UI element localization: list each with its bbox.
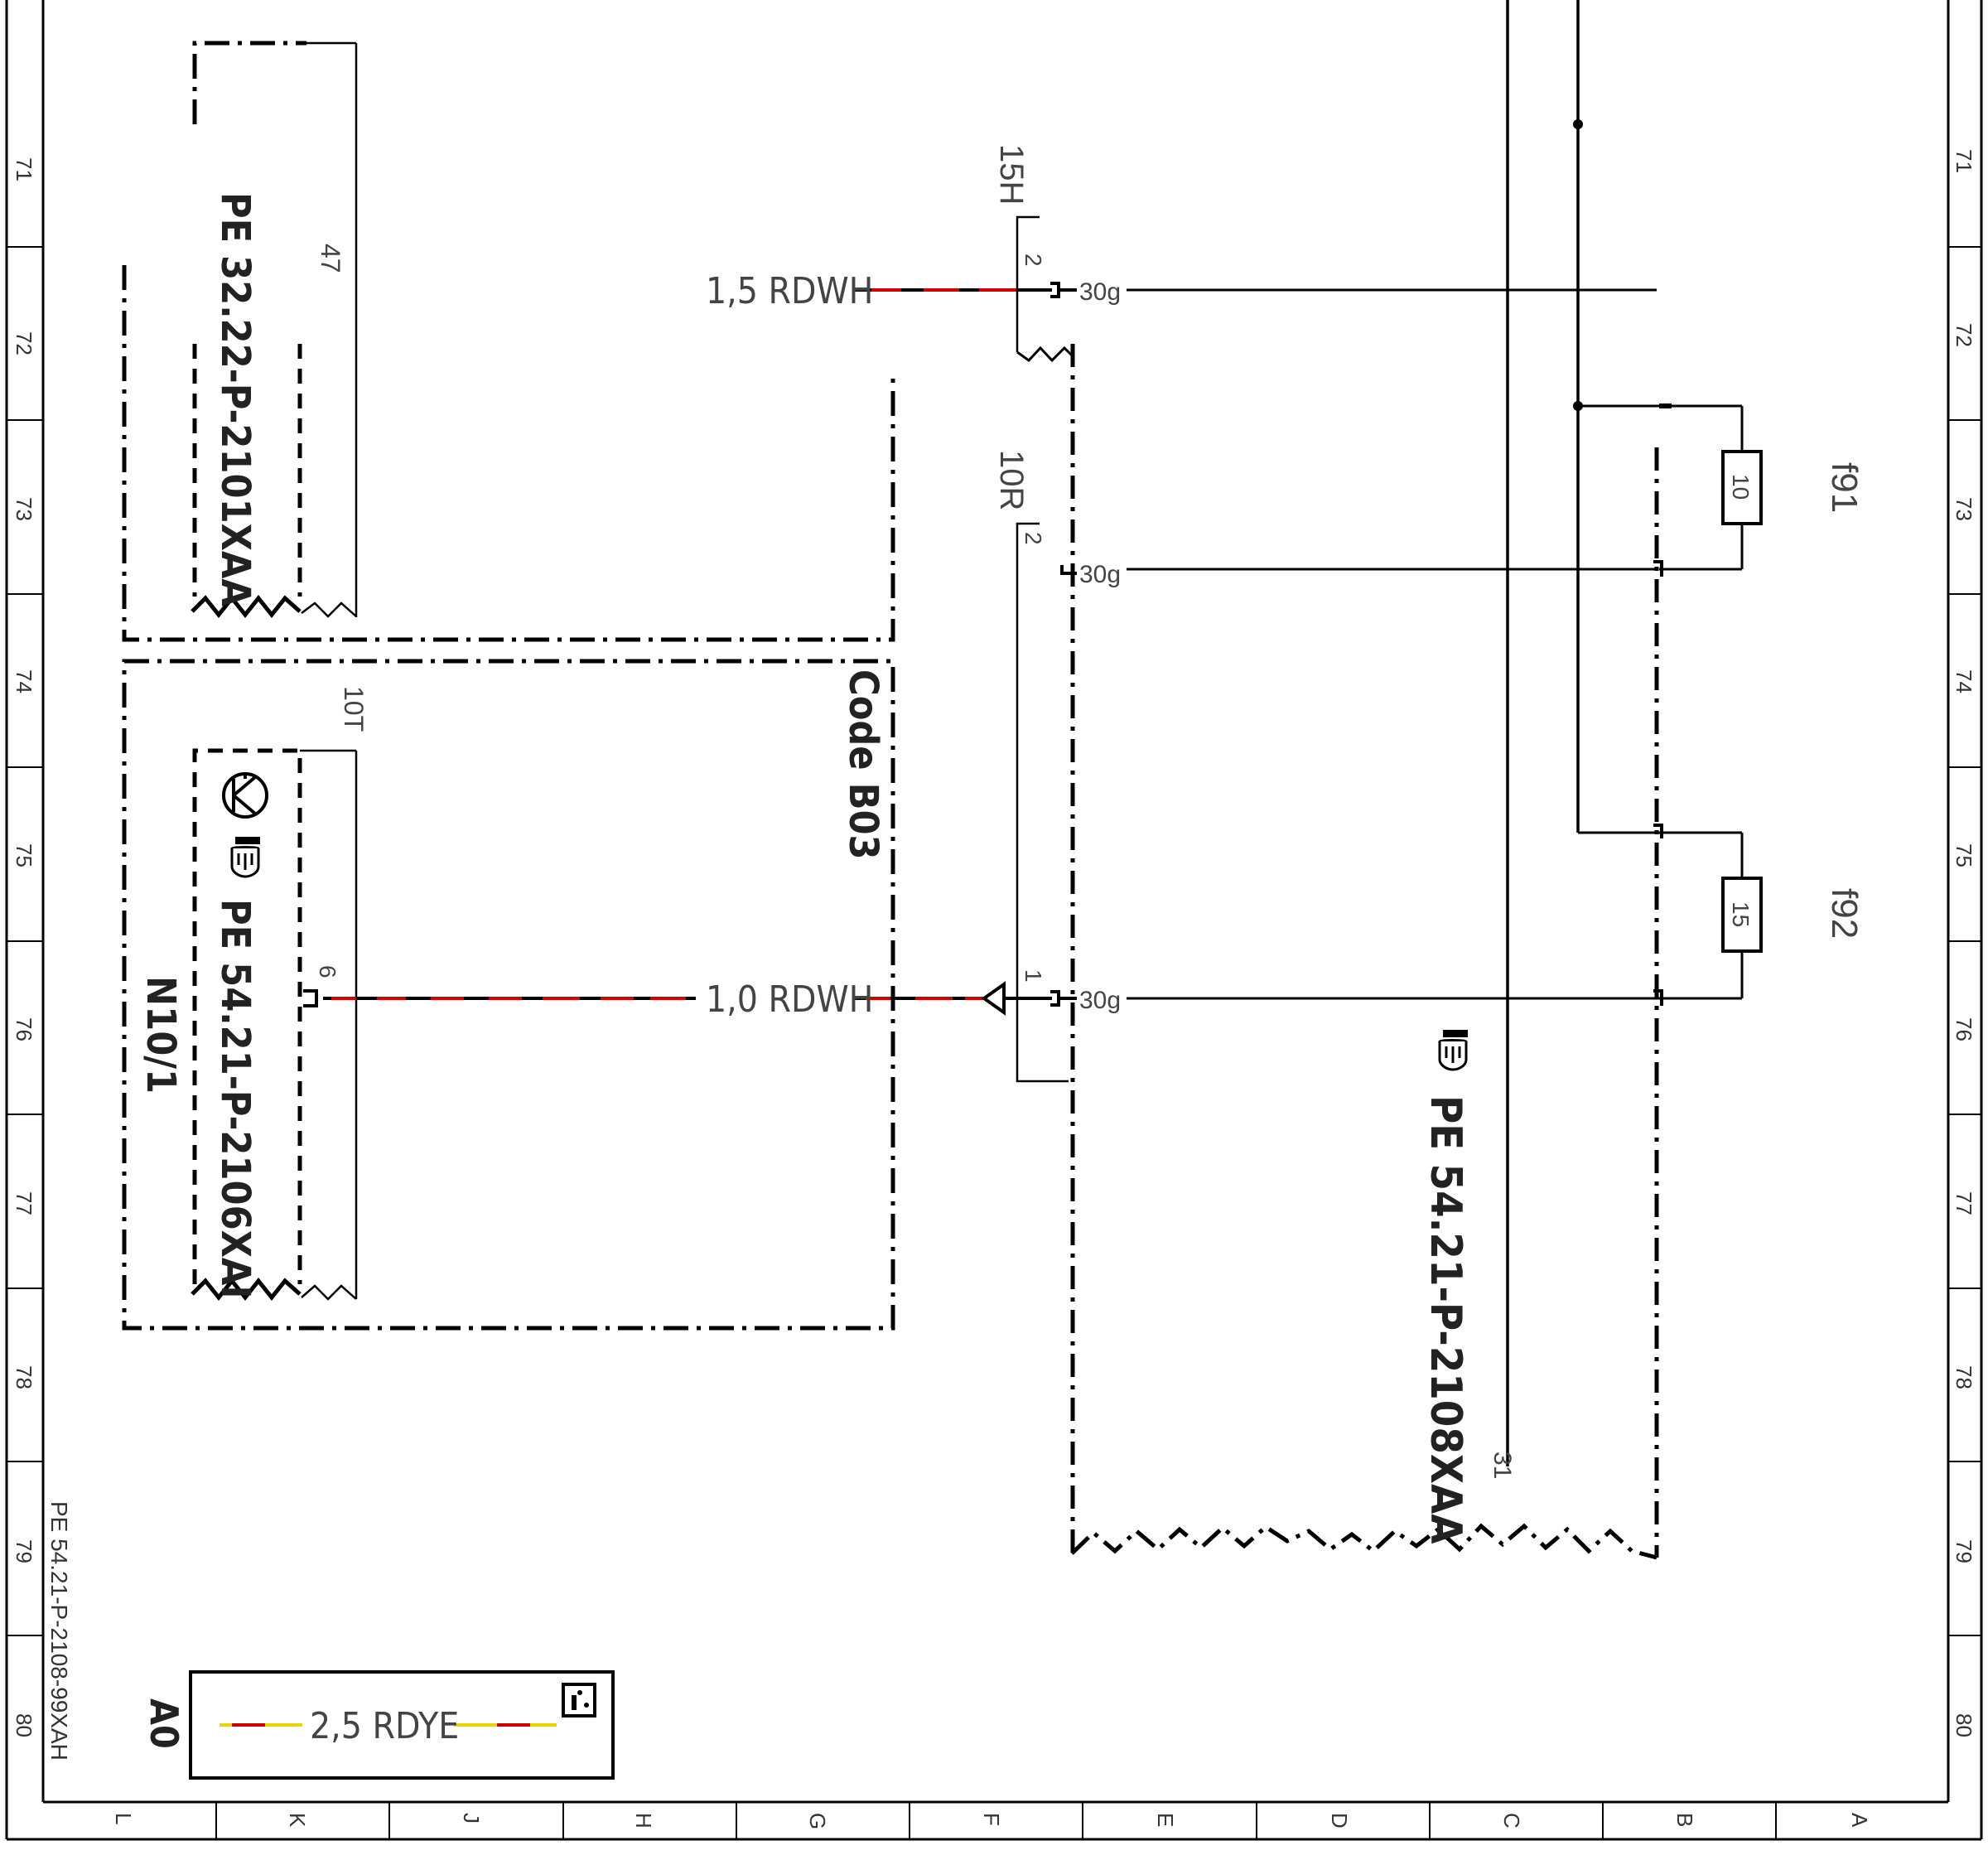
- row-label: 74: [1952, 669, 1976, 693]
- column-ticks: [215, 1802, 1777, 1839]
- row-label: 75: [12, 843, 36, 867]
- row-label: 72: [1952, 323, 1976, 347]
- info-icon[interactable]: [562, 1683, 596, 1717]
- row-label: 75: [1952, 843, 1976, 867]
- row-label: 76: [1952, 1017, 1976, 1041]
- column-label: F: [979, 1813, 1004, 1826]
- column-label: B: [1672, 1813, 1697, 1827]
- connector-a-label: 15H: [993, 144, 1030, 205]
- row-label: 77: [1952, 1191, 1976, 1215]
- code-box: [122, 659, 895, 1331]
- row-labels-right: 71 72 73 74 75 76 77 78 79 80: [1952, 149, 1976, 1737]
- sheet-frame: [5, 0, 1983, 1841]
- terminal-label: 30g: [1079, 561, 1121, 588]
- fuse-f92: [1721, 877, 1763, 953]
- wire-lower: [303, 981, 1052, 1016]
- ref-box-inner: [191, 748, 358, 1302]
- legend-box: 2,5 RDYE: [189, 1670, 615, 1780]
- sheet-id: PE 54.21-P-2108-99XAH: [46, 1501, 72, 1761]
- right-ref-label: PE 54.21-P-2108XAA: [1421, 1095, 1470, 1544]
- column-label: E: [1153, 1813, 1178, 1827]
- row-ticks: [7, 246, 1981, 1636]
- row-label: 74: [12, 669, 36, 693]
- transistor-icon: [222, 772, 268, 819]
- fuse-id: f91: [1824, 462, 1865, 513]
- row-label: 78: [1952, 1365, 1976, 1389]
- pin-c-label: 1: [1021, 969, 1046, 983]
- column-label: A: [1847, 1813, 1872, 1828]
- column-label: D: [1327, 1813, 1352, 1829]
- row-label: 71: [12, 157, 36, 181]
- column-label: L: [111, 1813, 136, 1824]
- row-label: 80: [12, 1713, 36, 1737]
- legend-wire-label: 2,5 RDYE: [310, 1705, 459, 1747]
- row-label: 78: [12, 1365, 36, 1389]
- row-label: 72: [12, 331, 36, 355]
- column-label: G: [805, 1813, 830, 1829]
- row-label: 73: [12, 497, 36, 521]
- code-label: Code B03: [840, 669, 886, 860]
- row-label: 77: [12, 1191, 36, 1215]
- terminal-label: 30g: [1079, 987, 1121, 1014]
- right-circuits: [1070, 0, 1744, 1560]
- ref-box-top: [122, 41, 895, 642]
- inner-wire-pin-label: 6: [315, 965, 340, 978]
- row-label: 73: [1952, 497, 1976, 521]
- pin-a-label: 2: [1021, 254, 1046, 267]
- row-label: 80: [1952, 1713, 1976, 1737]
- column-label: H: [631, 1813, 656, 1829]
- top-ref-label: PE 32.22-P-2101XAA: [212, 192, 258, 606]
- top-pin-label: 47: [316, 244, 345, 273]
- row-label: 76: [12, 1017, 36, 1041]
- pointing-hand-icon: [1438, 1030, 1468, 1071]
- component-label: N10/1: [138, 976, 184, 1094]
- pointing-hand-icon: [230, 837, 260, 878]
- column-labels: L K J H G F E D C B A: [111, 1813, 1872, 1829]
- pin-b-label: 2: [1021, 532, 1046, 545]
- row-label: 79: [12, 1539, 36, 1563]
- inner-ref-label: PE 54.21-P-2106XAI: [212, 899, 258, 1298]
- terminal-label: 30g: [1079, 278, 1121, 306]
- zone-label: A0: [142, 1698, 186, 1749]
- ground-pin-label: 31: [1489, 1452, 1516, 1479]
- row-labels-left: 71 72 73 74 75 76 77 78 79 80: [12, 157, 36, 1737]
- row-label: 71: [1952, 149, 1976, 173]
- fuse-rating: 10: [1728, 474, 1754, 500]
- inner-pin-label: 10T: [339, 686, 369, 732]
- fuse-id: f92: [1824, 888, 1865, 939]
- column-label: K: [285, 1813, 310, 1828]
- lower-wire-label: 1,0 RDWH: [706, 978, 873, 1021]
- junction-dots: [1573, 119, 1583, 411]
- connector-b-label: 10R: [993, 450, 1030, 510]
- row-label: 79: [1952, 1539, 1976, 1563]
- fuse-rating: 15: [1728, 901, 1754, 927]
- column-label: J: [459, 1813, 484, 1824]
- fuse-f91: [1721, 450, 1763, 525]
- upper-wire-label: 1,5 RDWH: [706, 270, 873, 312]
- connector-block: [1016, 215, 1077, 1558]
- column-label: C: [1499, 1813, 1524, 1829]
